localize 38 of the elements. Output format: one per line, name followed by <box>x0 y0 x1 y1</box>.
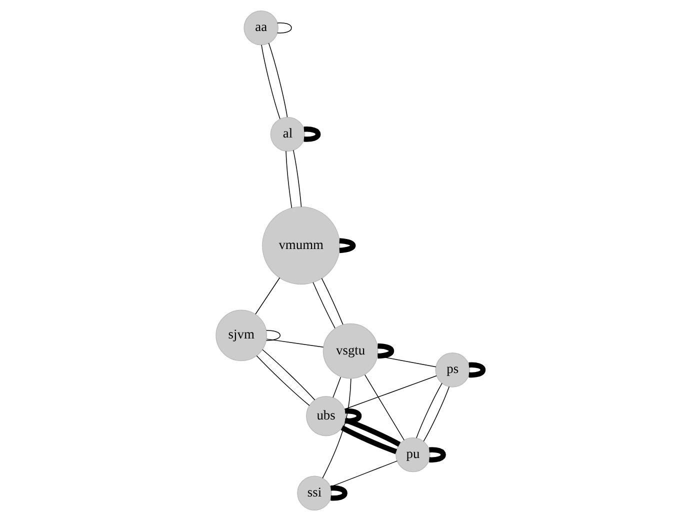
node-circle: ps <box>434 352 470 388</box>
connector <box>266 330 280 341</box>
connector <box>376 356 436 368</box>
node-circle: ssi <box>296 476 332 510</box>
connector <box>332 376 341 398</box>
connector <box>344 408 362 424</box>
connector <box>266 338 324 348</box>
connector <box>276 22 292 34</box>
connector <box>322 378 351 479</box>
connector <box>260 44 280 120</box>
connector <box>364 374 404 440</box>
connector <box>416 382 442 438</box>
connector <box>262 349 315 400</box>
connector <box>312 282 335 329</box>
node-circle: al <box>270 116 305 152</box>
node-circle: vmumm <box>262 206 340 285</box>
connector <box>468 362 486 378</box>
connector <box>422 386 450 442</box>
connector <box>344 375 436 410</box>
connector <box>303 126 320 142</box>
connector <box>344 418 400 447</box>
node-circle: sjvm <box>215 310 267 362</box>
connector <box>329 460 398 488</box>
node-circle: vsgtu <box>322 323 378 379</box>
connector <box>292 150 302 208</box>
connector <box>330 485 347 501</box>
connector <box>320 278 343 325</box>
connector <box>377 343 394 359</box>
node-circle: ubs <box>306 396 346 436</box>
connector <box>428 447 446 462</box>
connector <box>338 238 356 254</box>
connector <box>340 425 397 454</box>
connector <box>268 42 288 118</box>
connector <box>285 150 292 208</box>
node-circle: pu <box>395 437 430 472</box>
connector <box>254 277 280 314</box>
node-circle: aa <box>243 10 278 46</box>
connector <box>256 355 310 406</box>
